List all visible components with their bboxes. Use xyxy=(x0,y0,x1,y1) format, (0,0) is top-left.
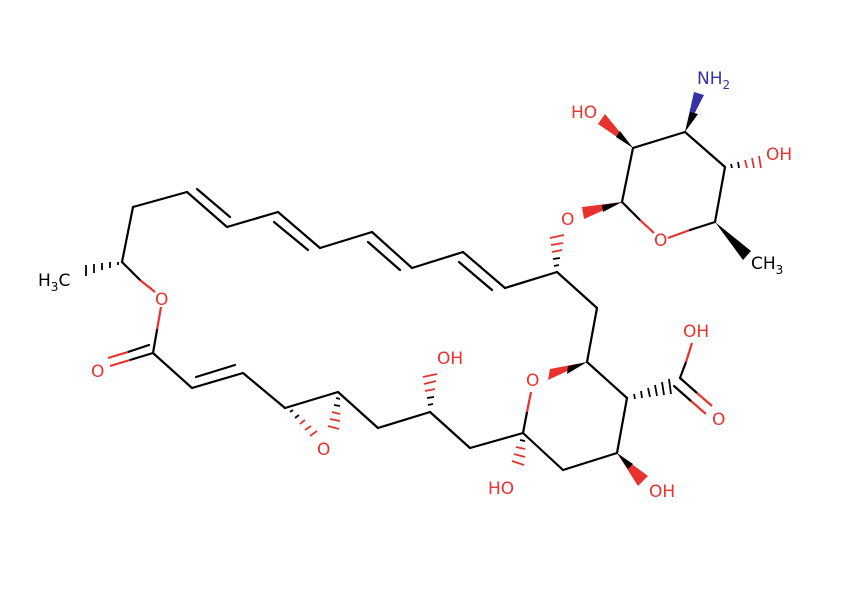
hydroxy-chain xyxy=(376,373,525,450)
methyl-hash-wedge xyxy=(85,262,119,276)
ester-group xyxy=(107,260,287,410)
sugar-oh-label: OH xyxy=(766,145,792,165)
nh2-label: NH2 xyxy=(697,69,730,92)
pyran-o-label: O xyxy=(526,371,539,391)
glycosidic-o-label: O xyxy=(561,210,574,230)
h3c-label: H3C xyxy=(38,271,70,294)
glycosidic-linkage xyxy=(549,202,622,267)
epoxide-o-label: O xyxy=(317,440,330,460)
sugar-ho-label: HO xyxy=(571,103,597,123)
polyene-chain xyxy=(120,187,599,364)
sugar-ring-o-label: O xyxy=(654,231,667,251)
sugar-ring xyxy=(598,92,762,260)
ester-o-label: O xyxy=(155,290,168,310)
acid-o-label: O xyxy=(712,410,725,430)
pyran-ring xyxy=(511,342,713,486)
epoxide-ring xyxy=(283,390,380,437)
ketal-ho-label: HO xyxy=(488,479,514,499)
sugar-ch3-label: CH3 xyxy=(751,254,783,277)
chain-oh-label: OH xyxy=(437,349,463,369)
ring-oh-label: OH xyxy=(649,482,675,502)
acid-oh-label: OH xyxy=(683,322,709,342)
carbonyl-o-label: O xyxy=(91,362,104,382)
